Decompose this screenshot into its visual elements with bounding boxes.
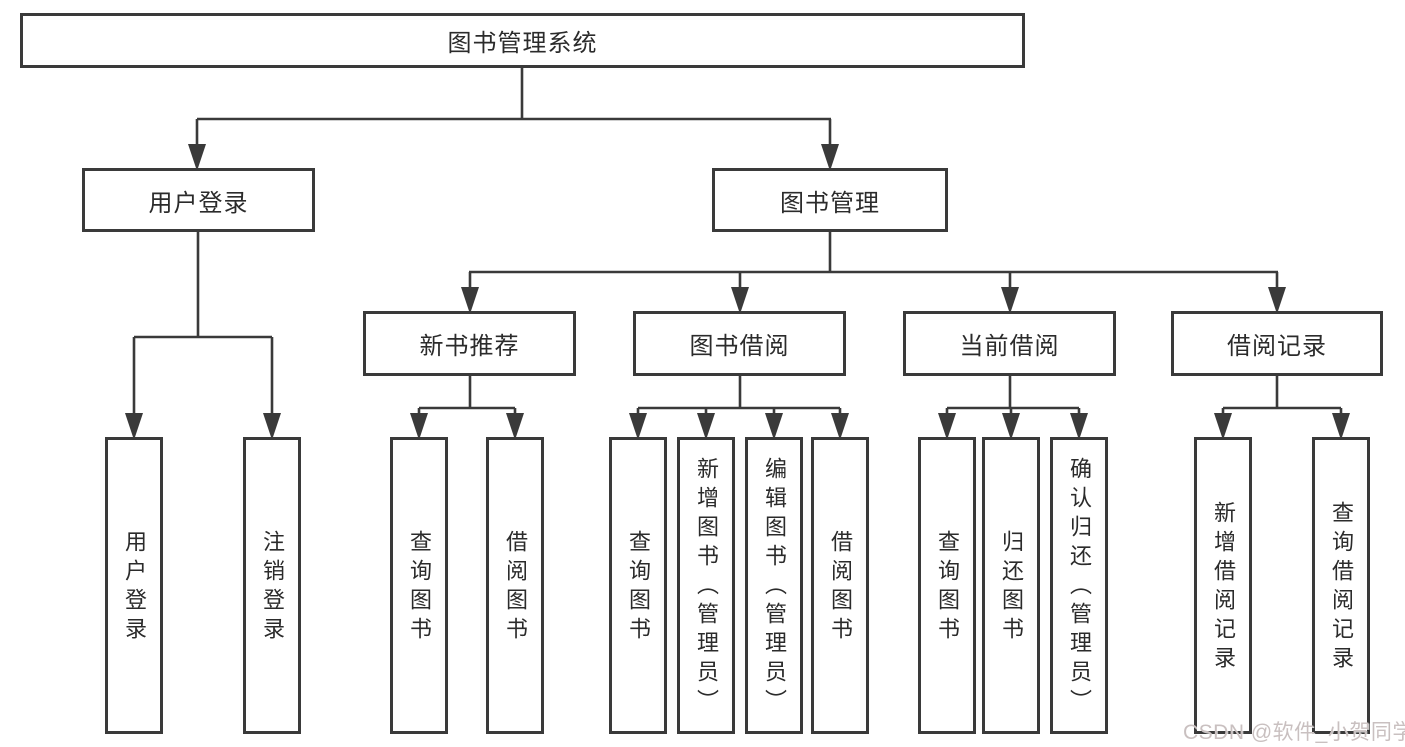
leaf-borrow-books-recommend: 借阅图书 bbox=[486, 437, 544, 734]
node-book-management-branch: 图书管理 bbox=[712, 168, 948, 232]
leaf-logout-login: 注销登录 bbox=[243, 437, 301, 734]
leaf-return-books: 归还图书 bbox=[982, 437, 1040, 734]
node-library-management-system: 图书管理系统 bbox=[20, 13, 1025, 68]
leaf-query-books-current: 查询图书 bbox=[918, 437, 976, 734]
csdn-watermark: CSDN @软件_小贺同学 bbox=[1183, 721, 1405, 744]
leaf-query-borrow-record: 查询借阅记录 bbox=[1312, 437, 1370, 734]
node-current-borrowing: 当前借阅 bbox=[903, 311, 1116, 376]
leaf-query-books-borrowing: 查询图书 bbox=[609, 437, 667, 734]
leaf-borrow-books-borrowing: 借阅图书 bbox=[811, 437, 869, 734]
leaf-user-login: 用户登录 bbox=[105, 437, 163, 734]
leaf-add-borrow-record: 新增借阅记录 bbox=[1194, 437, 1252, 734]
node-user-login-branch: 用户登录 bbox=[82, 168, 315, 232]
node-book-borrowing: 图书借阅 bbox=[633, 311, 846, 376]
leaf-query-books-recommend: 查询图书 bbox=[390, 437, 448, 734]
node-borrowing-records: 借阅记录 bbox=[1171, 311, 1383, 376]
node-new-book-recommendation: 新书推荐 bbox=[363, 311, 576, 376]
leaf-add-books-admin: 新增图书（管理员） bbox=[677, 437, 735, 734]
leaf-edit-books-admin: 编辑图书（管理员） bbox=[745, 437, 803, 734]
leaf-confirm-return-admin: 确认归还（管理员） bbox=[1050, 437, 1108, 734]
